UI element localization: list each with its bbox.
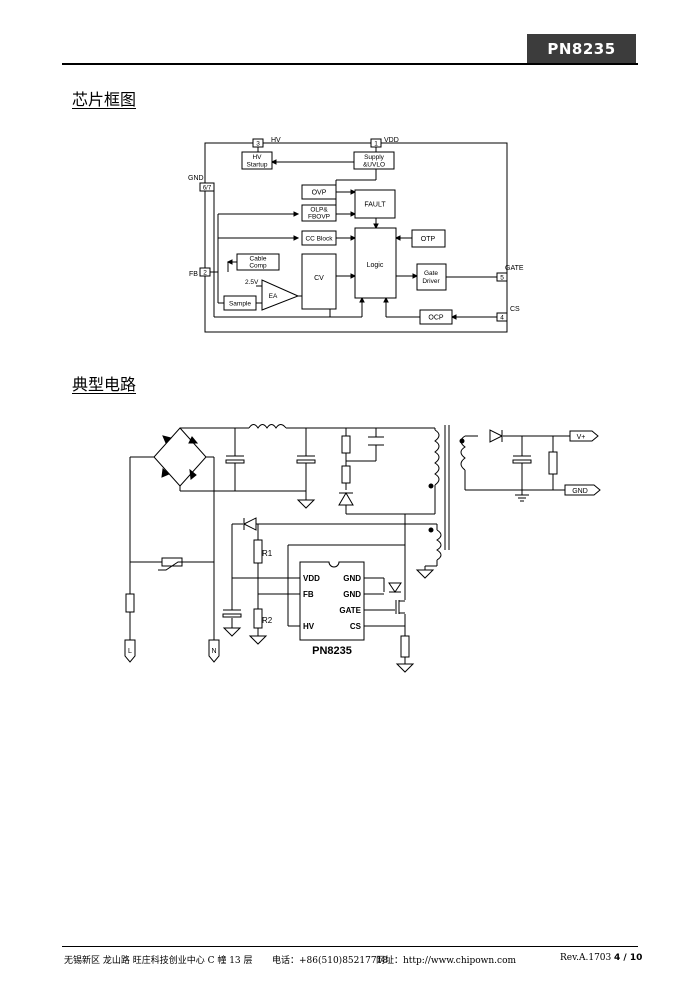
block-olp-fbovp [301, 204, 337, 222]
pin-fb-label: FB [189, 271, 198, 278]
pin-hv-number: 3 [256, 141, 260, 148]
block-fault [354, 189, 396, 219]
block-supply-line2: &UVLO [363, 162, 385, 169]
input-n-label: N [211, 648, 216, 655]
block-cable-line1: Cable [250, 256, 267, 263]
block-error-amp [261, 279, 300, 311]
block-logic-label: Logic [367, 262, 384, 269]
block-olp-line1: OLP& [310, 207, 328, 214]
chip-pin-gnd-1: GND [343, 574, 361, 583]
block-otp-label: OTP [421, 236, 436, 243]
chip-pin-vdd: VDD [303, 574, 320, 583]
pin-vdd-label: VDD [384, 137, 399, 144]
block-ocp-label: OCP [428, 315, 444, 322]
block-hv-startup [241, 151, 273, 170]
block-olp-line2: FBOVP [308, 214, 330, 221]
pin-fb-number: 2 [203, 270, 207, 277]
block-sample [223, 295, 257, 311]
block-cable-line2: Comp [249, 263, 267, 270]
chip-pin-hv: HV [303, 622, 315, 631]
part-number-badge: PN8235 [527, 34, 636, 63]
chip-outline [204, 142, 508, 333]
r2-label: R2 [262, 616, 273, 625]
typical-circuit-title: 典型电路 [72, 375, 137, 394]
capacitors [222, 436, 532, 618]
block-supply-line1: Supply [364, 154, 385, 161]
pn8235-chip [299, 561, 365, 641]
block-logic [354, 227, 397, 299]
footer-website: 网址：http://www.chipown.com [376, 956, 517, 966]
pin-gate-label: GATE [505, 265, 524, 272]
block-ovp-label: OVP [312, 190, 327, 197]
pin-gnd-label: GND [188, 175, 204, 182]
chip-pin-gate: GATE [339, 606, 361, 615]
output-terminal-vplus [569, 430, 599, 442]
ref-voltage-label: 2.5V [245, 279, 259, 286]
pin-hv-label: HV [271, 137, 281, 144]
block-sample-label: Sample [229, 301, 251, 308]
input-terminal-l [124, 639, 136, 663]
chip-name-label: PN8235 [312, 645, 352, 657]
block-diagram-title: 芯片框图 [72, 90, 137, 109]
pin-gate-number: 5 [500, 275, 504, 282]
input-inductor [248, 424, 287, 429]
footer-revision: Rev.A.1703 [560, 953, 612, 963]
resistors [125, 435, 558, 658]
block-fault-label: FAULT [364, 202, 386, 209]
block-wires [210, 147, 497, 320]
input-terminal-n [208, 639, 220, 663]
r1-label: R1 [262, 549, 273, 558]
bridge-diodes [161, 435, 199, 480]
block-gate-driver [416, 263, 447, 291]
varistor [158, 557, 186, 571]
pin-gnd-number: 6/7 [203, 186, 212, 192]
block-hv-startup-line2: Startup [247, 162, 268, 169]
block-otp [411, 229, 446, 248]
circuit-wires [129, 425, 570, 664]
pin-cs-number: 4 [500, 315, 504, 322]
footer-page-number: 4 / 10 [614, 953, 643, 963]
header-rule [62, 63, 638, 65]
footer-phone: 电话：+86(510)85217718 [272, 956, 389, 966]
block-cable-comp [236, 253, 280, 271]
block-cv-label: CV [314, 275, 324, 282]
pin-gnd-box [199, 182, 215, 192]
block-ea-label: EA [269, 293, 278, 300]
output-vplus-label: V+ [577, 434, 586, 441]
block-hv-startup-line1: HV [252, 154, 262, 161]
output-gnd-label: GND [572, 488, 588, 495]
output-terminal-gnd [564, 484, 601, 496]
footer-address: 无锡新区 龙山路 旺庄科技创业中心 C 幢 13 层 [64, 956, 253, 966]
chip-pin-cs: CS [350, 622, 362, 631]
footer-rule [62, 946, 638, 947]
input-l-label: L [128, 648, 132, 655]
block-supply-uvlo [353, 151, 395, 170]
typical-circuit: V+ GND L N R1 R2 VDD FB HV GND GND GATE … [124, 424, 601, 673]
block-diagram: 3 HV 1 VDD GND 6/7 FB 2 GATE 5 CS 4 [188, 137, 524, 333]
block-ovp [301, 184, 337, 200]
block-ocp [419, 309, 453, 325]
chip-pin-gnd-2: GND [343, 590, 361, 599]
block-gate-driver-line1: Gate [424, 270, 438, 277]
chip-pin-fb: FB [303, 590, 314, 599]
block-cc [301, 230, 337, 246]
pin-vdd-number: 1 [374, 141, 378, 148]
block-gate-driver-line2: Driver [422, 278, 440, 285]
ground-symbols [222, 494, 529, 673]
block-cv [301, 253, 337, 310]
transformer-windings [428, 429, 466, 561]
block-cc-label: CC Block [305, 236, 333, 243]
circuit-diodes [242, 429, 504, 593]
pin-cs-label: CS [510, 306, 520, 313]
